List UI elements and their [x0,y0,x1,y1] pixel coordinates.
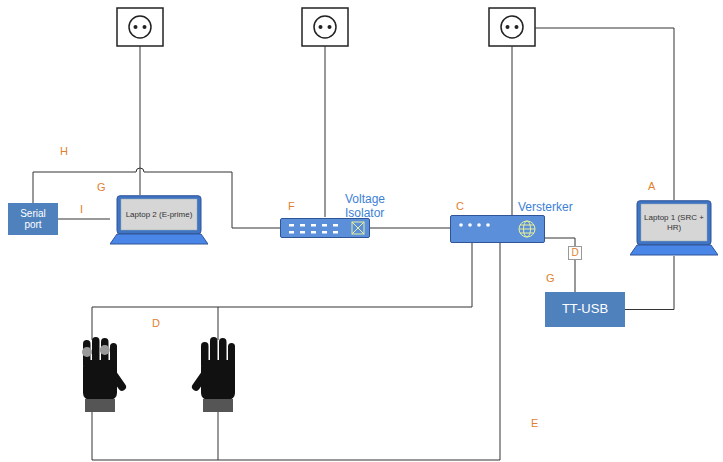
wall-socket [489,8,535,46]
cable [545,238,575,246]
wall-socket [302,8,348,46]
electrode-wire [92,243,500,460]
globe-icon [519,221,535,237]
device-leds [459,223,490,227]
node-label: Serial port [12,208,54,231]
node-label: D [571,247,578,259]
laptop-screen [641,204,707,241]
isolator-icon [352,222,364,234]
cable [575,260,576,292]
glove [190,337,235,412]
device-detail [281,219,369,237]
callout-letter: E [531,418,538,429]
callout-letter: I [80,204,83,215]
tt-usb-box: TT-USB [545,292,625,327]
laptop-screen-text: Laptop 1 (SRC + HR) [642,205,706,240]
glove [82,337,128,412]
device-leds [289,224,338,234]
laptop-screen [121,199,197,230]
laptop: Laptop 1 (SRC + HR) [630,200,718,256]
node-label: Voltage Isolator [345,192,401,221]
callout-letter: A [648,181,655,192]
callout-letter: C [456,201,464,212]
wall-socket [117,8,163,46]
voltage-isolator: Voltage Isolator [280,218,370,238]
connector-box: D [568,246,582,260]
callout-letter: G [546,273,555,284]
node-label: Laptop 2 (E-prime) [126,210,193,220]
power-wire [140,28,674,217]
callout-letter: D [152,318,160,329]
cable [625,256,674,310]
callout-letter: G [97,182,106,193]
laptop-base [110,234,208,244]
device-detail [451,216,544,242]
callout-letter: H [60,146,68,157]
laptop-lid [117,196,201,234]
node-label: Versterker [518,200,573,214]
serial-port-box: Serial port [8,203,58,235]
callout-letter: F [288,201,295,212]
node-label: TT-USB [562,302,608,317]
laptop-lid [637,201,711,245]
laptop-outline [110,195,208,245]
laptop-screen-text: Laptop 2 (E-prime) [122,200,196,229]
laptop: Laptop 2 (E-prime) [110,195,208,245]
laptop-base [630,245,718,255]
amplifier: Versterker [450,215,545,243]
node-label: Laptop 1 (SRC + HR) [642,213,706,232]
cable [370,228,450,229]
cable [58,219,110,220]
